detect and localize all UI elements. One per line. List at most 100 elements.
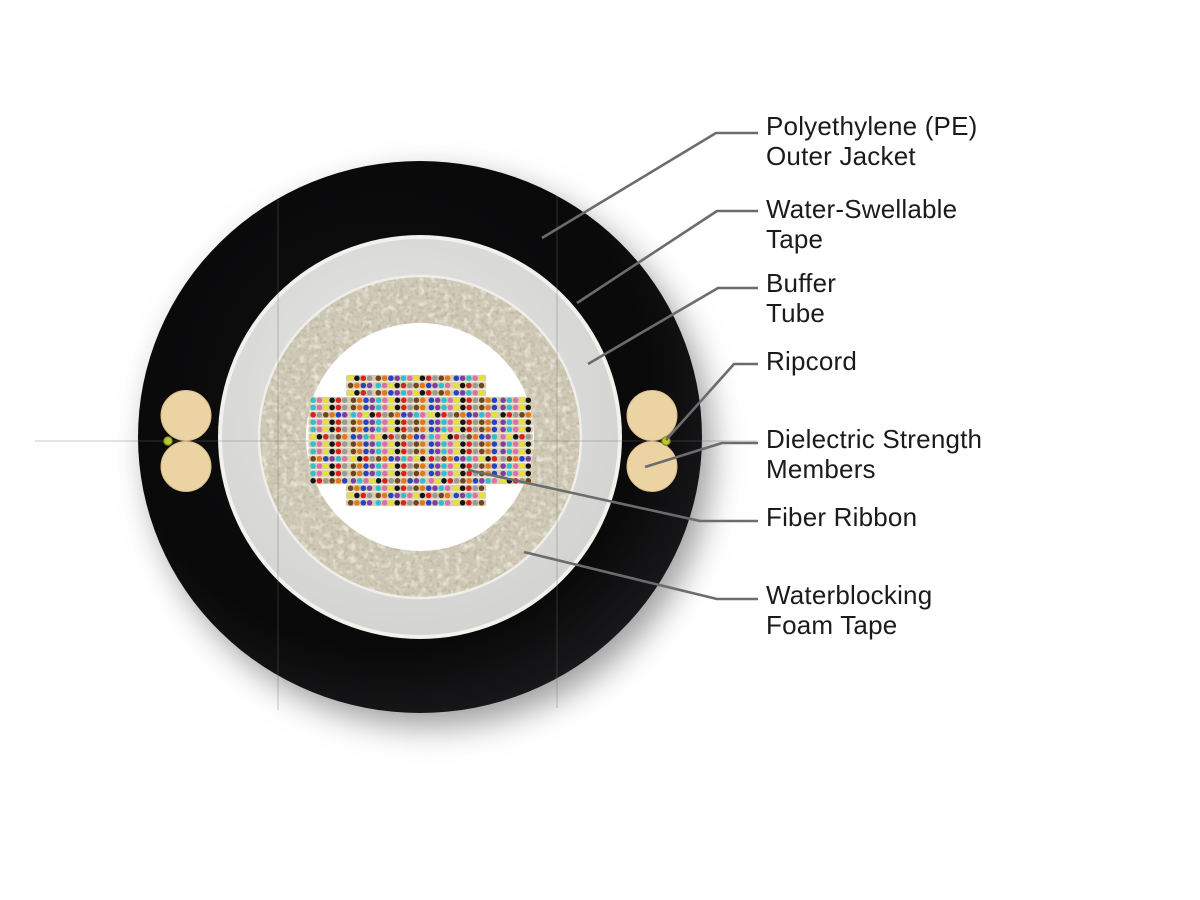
fiber-dot [323,448,329,455]
fiber-dot [356,456,363,462]
fiber-dot [519,404,525,411]
fiber-dot [466,404,472,411]
fiber-dot [350,456,357,462]
fiber-dot [382,470,388,477]
fiber-dot [438,492,445,499]
fiber-ribbon-row [308,477,533,485]
fiber-dot [459,500,466,506]
fiber-dot [512,426,519,433]
fiber-dot [347,485,354,491]
fiber-dot [441,434,447,440]
fiber-dot [466,485,472,491]
leader-line-fiber-ribbon [467,468,758,523]
fiber-dot [419,500,426,506]
fiber-dot [363,463,369,469]
fiber-dot [472,375,478,381]
fiber-dot [369,397,376,403]
fiber-dot [434,448,441,455]
fiber-dot [329,463,335,469]
fiber-dot [500,419,506,425]
fiber-dot [341,434,348,440]
fiber-dot [460,456,466,462]
fiber-dot [453,492,460,499]
fiber-dot [434,470,441,477]
fiber-dot [323,404,329,411]
label-line: Fiber Ribbon [766,502,918,532]
fiber-dot [360,492,367,499]
dielectric-strength-members [160,390,678,492]
fiber-dot [419,478,426,484]
fiber-dot [428,404,435,411]
label-line: Foam Tape [766,610,898,640]
fiber-dot [428,470,435,477]
fiber-dot [407,426,413,433]
fiber-dot [310,434,316,440]
fiber-dot [441,426,447,433]
fiber-ribbon-row [345,492,487,499]
fiber-dot [381,390,388,396]
fiber-dot [428,419,435,425]
fiber-dot [354,390,360,396]
fiber-dot [316,404,323,411]
label-line: Buffer [766,268,837,298]
fiber-dot [400,500,407,506]
fiber-dot [382,404,388,411]
fiber-dot [466,412,472,418]
fiber-dot [453,448,460,455]
fiber-dot [382,448,388,455]
fiber-dot [323,478,329,484]
fiber-ribbon-row [345,389,487,397]
label-line: Waterblocking [766,580,933,610]
label-line: Tape [766,224,824,254]
fiber-dot [347,382,354,389]
fiber-dot [394,412,401,418]
fiber-dot [491,456,498,462]
fiber-dot [400,492,407,499]
fiber-dot [472,426,479,433]
fiber-dot [419,463,426,469]
fiber-dot [413,419,420,425]
fiber-dot [512,419,519,425]
fiber-dot [382,434,388,440]
fiber-dot [466,375,472,381]
fiber-dot [347,500,354,506]
fiber-dot [363,470,369,477]
fiber-dot [432,375,438,381]
leader-line-waterblocking-foam-tape [523,550,758,601]
fiber-dot [460,434,466,440]
fiber-dot [394,434,401,440]
fiber-dot [388,500,394,506]
fiber-dot [356,463,363,469]
fiber-dot [401,470,407,477]
fiber-dot [407,390,413,396]
fiber-dot [394,456,401,462]
fiber-dot [506,404,513,411]
fiber-dot [413,478,420,484]
fiber-dot [329,426,335,433]
fiber-dot [466,419,472,425]
fiber-dot [354,382,360,389]
fiber-dot [434,404,441,411]
fiber-dot [441,404,447,411]
fiber-dot [356,412,363,418]
fiber-dot [506,426,513,433]
fiber-dot [407,448,413,455]
fiber-dot [366,485,373,491]
fiber-dot [413,412,420,418]
fiber-dot [460,404,466,411]
fiber-dot [459,390,466,396]
leader-line-ripcord [665,362,758,441]
fiber-ribbon-row [308,418,533,426]
fiber-dot [512,412,519,418]
fiber-dot [388,426,394,433]
fiber-dot [434,463,441,469]
fiber-dot [382,412,388,418]
fiber-dot [375,492,382,499]
fiber-dot [506,441,513,447]
fiber-dot [485,397,491,403]
fiber-dot [432,492,438,499]
fiber-dot [323,470,329,477]
fiber-dot [341,426,348,433]
fiber-dot [350,448,357,455]
fiber-dot [453,404,460,411]
